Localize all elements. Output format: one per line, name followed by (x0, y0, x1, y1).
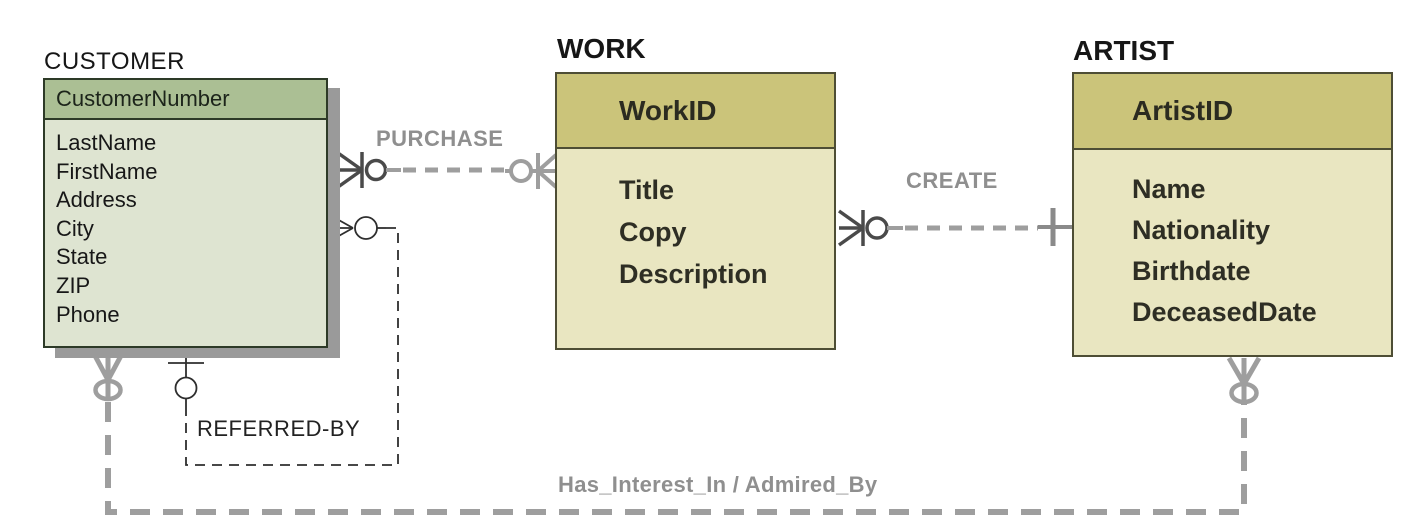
attribute: Title (619, 175, 675, 205)
attribute: Description (619, 259, 768, 289)
create-work-end-crowfoot-circle-icon (837, 209, 903, 247)
referredby-bottom-end-bar-circle-icon (168, 350, 204, 410)
attribute: City (56, 215, 94, 241)
attribute: Nationality (1132, 215, 1271, 245)
attribute: DeceasedDate (1132, 297, 1317, 327)
attribute: ZIP (56, 272, 91, 298)
attribute: Birthdate (1132, 256, 1251, 286)
attribute: Address (56, 187, 137, 213)
relationship-label-create: CREATE (906, 168, 998, 193)
relationship-label-referred-by: REFERRED-BY (197, 416, 361, 441)
interest-artist-end-crowfoot-circle-icon (1226, 356, 1262, 405)
entity-title-work: WORK (557, 33, 646, 64)
attribute: Name (1132, 174, 1206, 204)
primary-key-field: ArtistID (1074, 74, 1391, 150)
purchase-customer-end-crowfoot-circle-icon (336, 151, 401, 189)
create-artist-end-bar-icon (1038, 208, 1072, 246)
purchase-work-end-circle-crowfoot-icon (505, 153, 558, 189)
primary-key-field: WorkID (557, 74, 834, 149)
relationship-label-purchase: PURCHASE (376, 126, 504, 151)
referredby-relationship-line (185, 227, 399, 466)
attribute: Copy (619, 217, 687, 247)
attribute: LastName (56, 130, 157, 155)
entity-title-artist: ARTIST (1073, 35, 1175, 66)
attribute: Phone (56, 301, 120, 327)
entity-title-customer: CUSTOMER (44, 48, 185, 75)
attribute: FirstName (56, 158, 158, 184)
interest-relationship-line (105, 400, 1247, 515)
attribute: State (56, 244, 108, 270)
referredby-right-end-crowfoot-circle-icon (327, 213, 386, 243)
primary-key-field: CustomerNumber (45, 80, 326, 120)
relationship-label-has-interest-in: Has_Interest_In / Admired_By (558, 472, 878, 497)
interest-customer-end-crowfoot-circle-icon (90, 350, 126, 402)
